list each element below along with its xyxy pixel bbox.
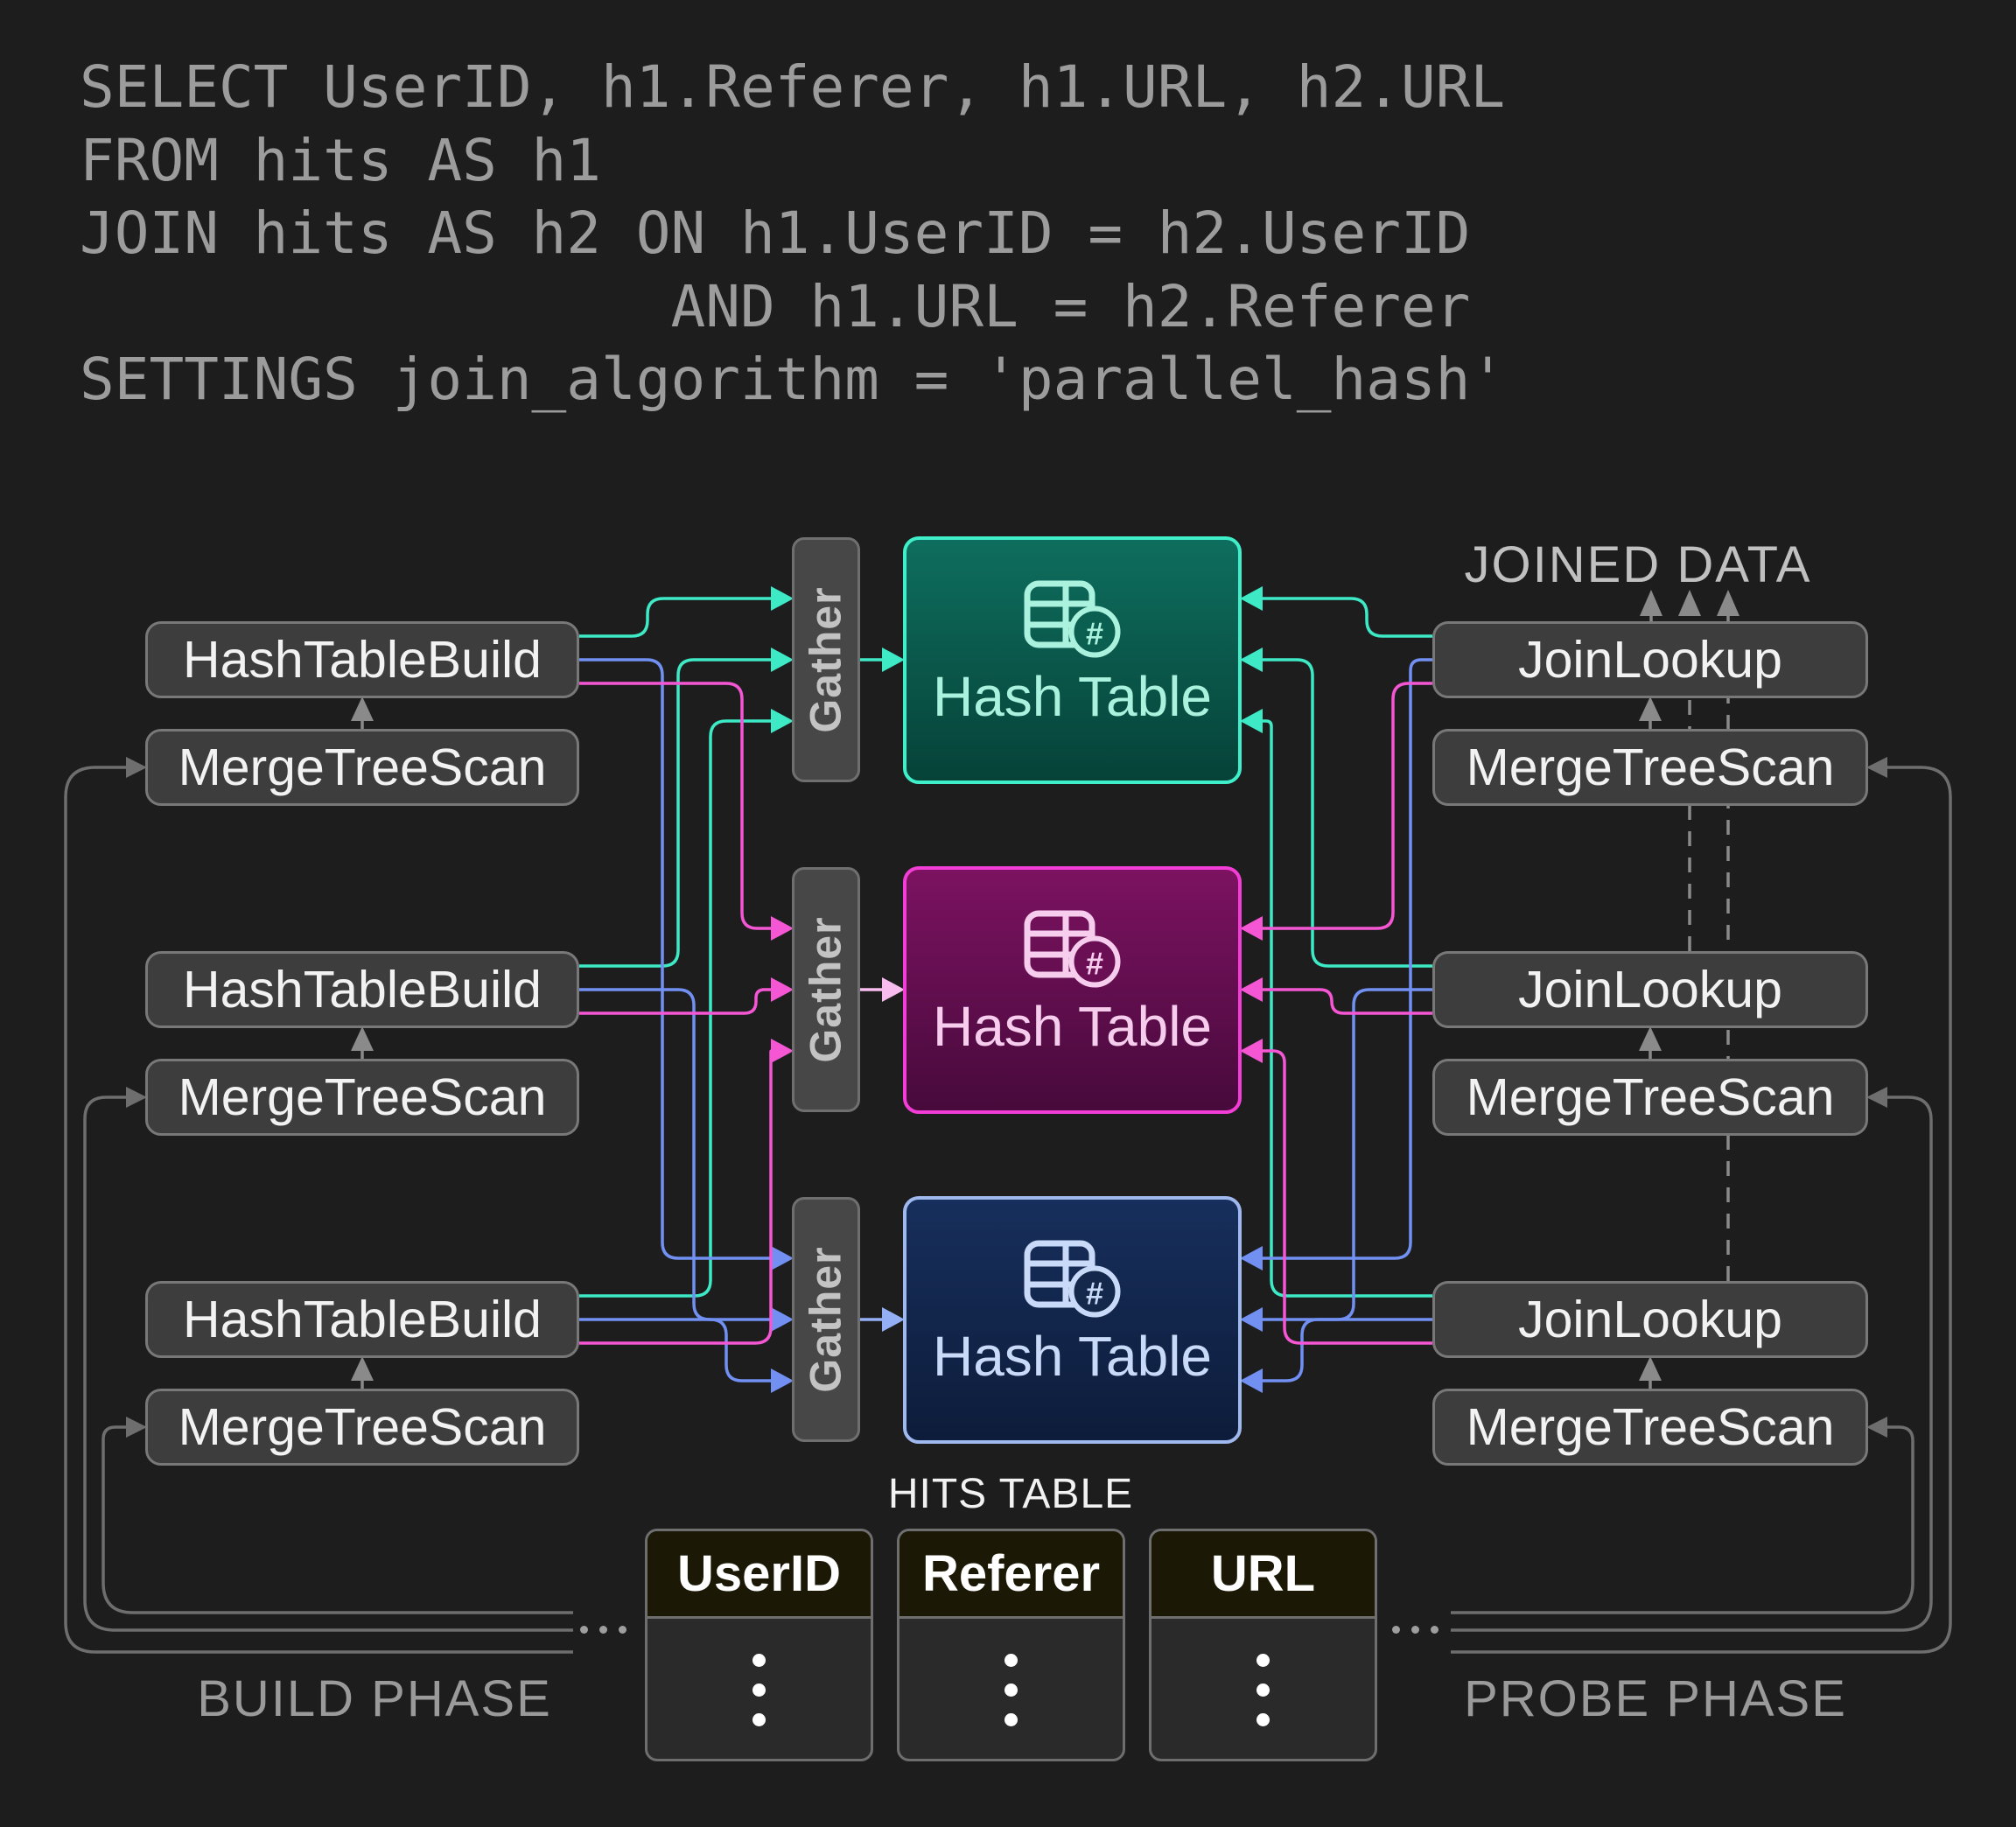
- sql-line: JOIN hits AS h2 ON h1.UserID = h2.UserID: [80, 200, 1471, 267]
- node-label: JoinLookup: [1518, 631, 1782, 689]
- hits-column-url: URL: [1149, 1529, 1377, 1761]
- hits-column-header: URL: [1152, 1531, 1375, 1619]
- column-title: URL: [1210, 1545, 1316, 1602]
- column-title: UserID: [677, 1545, 841, 1602]
- node-label: Hash Table: [932, 665, 1213, 728]
- continuation-dots-right: [1392, 1626, 1438, 1634]
- hash-table-node-teal: # Hash Table: [903, 536, 1242, 784]
- join-lookup-node-2: JoinLookup: [1432, 951, 1868, 1028]
- probe-phase-label: PROBE PHASE: [1464, 1670, 1847, 1727]
- node-label: MergeTreeScan: [178, 1398, 547, 1456]
- merge-tree-scan-probe-node-2: MergeTreeScan: [1432, 1059, 1868, 1136]
- node-label: MergeTreeScan: [1466, 738, 1835, 796]
- continuation-dots-left: [580, 1626, 626, 1634]
- hash-table-build-node-1: HashTableBuild: [145, 621, 579, 698]
- node-label: Gather: [802, 1246, 851, 1393]
- node-label: HashTableBuild: [183, 631, 542, 689]
- build-phase-label: BUILD PHASE: [197, 1670, 552, 1727]
- table-hash-icon: #: [1024, 580, 1120, 658]
- node-label: Hash Table: [932, 1325, 1213, 1388]
- node-label: Gather: [802, 916, 851, 1063]
- merge-tree-scan-probe-node-1: MergeTreeScan: [1432, 729, 1868, 806]
- merge-tree-scan-node-1: MergeTreeScan: [145, 729, 579, 806]
- hits-column-body: [1152, 1619, 1375, 1759]
- sql-line: SETTINGS join_algorithm = 'parallel_hash…: [80, 346, 1506, 413]
- hits-column-body: [900, 1619, 1123, 1759]
- node-label: Gather: [802, 586, 851, 733]
- hash-table-build-node-2: HashTableBuild: [145, 951, 579, 1028]
- join-lookup-node-3: JoinLookup: [1432, 1281, 1868, 1358]
- gather-node-2: Gather: [792, 867, 860, 1112]
- sql-query: SELECT UserID, h1.Referer, h1.URL, h2.UR…: [80, 51, 1505, 416]
- node-label: MergeTreeScan: [1466, 1398, 1835, 1456]
- hash-table-build-node-3: HashTableBuild: [145, 1281, 579, 1358]
- table-hash-icon: #: [1024, 1240, 1120, 1318]
- hits-table-label: HITS TABLE: [887, 1471, 1134, 1517]
- table-hash-icon: #: [1024, 910, 1120, 988]
- svg-text:#: #: [1085, 1276, 1102, 1312]
- node-label: MergeTreeScan: [178, 738, 547, 796]
- gather-node-1: Gather: [792, 537, 860, 782]
- node-label: MergeTreeScan: [1466, 1068, 1835, 1126]
- hits-column-referer: Referer: [897, 1529, 1125, 1761]
- node-label: JoinLookup: [1518, 961, 1782, 1018]
- column-title: Referer: [921, 1545, 1101, 1602]
- hash-table-node-blue: # Hash Table: [903, 1196, 1242, 1444]
- node-label: HashTableBuild: [183, 1291, 542, 1348]
- merge-tree-scan-node-3: MergeTreeScan: [145, 1389, 579, 1466]
- hits-column-userid: UserID: [645, 1529, 873, 1761]
- join-lookup-node-1: JoinLookup: [1432, 621, 1868, 698]
- sql-line: AND h1.URL = h2.Referer: [80, 272, 1471, 340]
- merge-tree-scan-node-2: MergeTreeScan: [145, 1059, 579, 1136]
- hits-column-header: UserID: [648, 1531, 871, 1619]
- hits-column-body: [648, 1619, 871, 1759]
- sql-line: SELECT UserID, h1.Referer, h1.URL, h2.UR…: [80, 53, 1506, 121]
- joined-data-label: JOINED DATA: [1464, 536, 1812, 593]
- node-label: HashTableBuild: [183, 961, 542, 1018]
- hits-column-header: Referer: [900, 1531, 1123, 1619]
- svg-text:#: #: [1085, 946, 1102, 982]
- merge-tree-scan-probe-node-3: MergeTreeScan: [1432, 1389, 1868, 1466]
- hash-table-node-magenta: # Hash Table: [903, 866, 1242, 1114]
- sql-line: FROM hits AS h1: [80, 126, 602, 194]
- svg-text:#: #: [1085, 616, 1102, 652]
- node-label: MergeTreeScan: [178, 1068, 547, 1126]
- node-label: Hash Table: [932, 995, 1213, 1058]
- gather-node-3: Gather: [792, 1197, 860, 1442]
- node-label: JoinLookup: [1518, 1291, 1782, 1348]
